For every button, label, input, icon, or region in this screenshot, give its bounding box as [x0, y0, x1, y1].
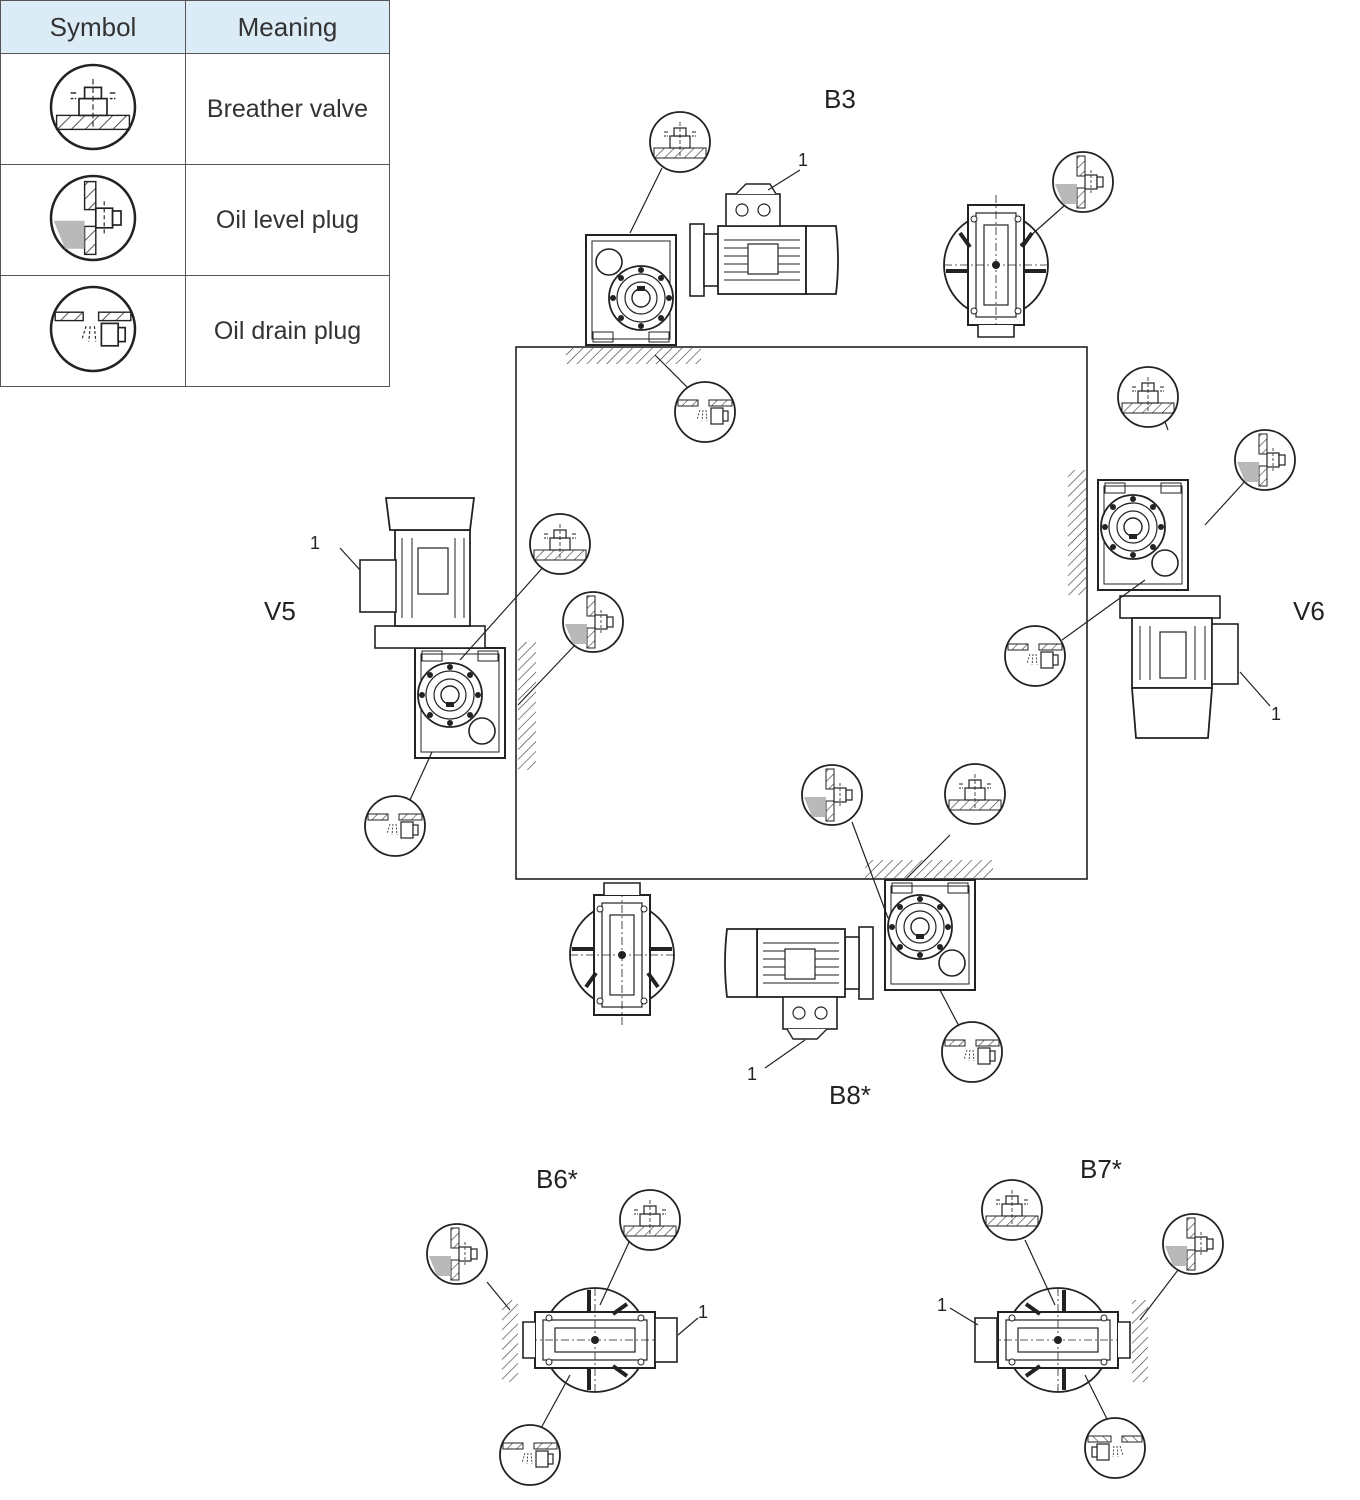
b7-drain-symbol [1084, 1417, 1146, 1479]
label-v5: V5 [264, 596, 296, 626]
b7-assembly [949, 1179, 1224, 1479]
label-b7: B7* [1080, 1154, 1122, 1184]
legend-meaning-level: Oil level plug [185, 164, 390, 276]
label-b6: B6* [536, 1164, 578, 1194]
legend-symbol-cell [0, 275, 186, 387]
callout-1-b7: 1 [937, 1295, 947, 1315]
b6-breather-symbol [619, 1189, 681, 1251]
legend-row: Oil drain plug [0, 275, 390, 387]
legend-header-row: Symbol Meaning [0, 0, 390, 54]
b8-drain-symbol [941, 1021, 1003, 1083]
legend-meaning-breather: Breather valve [185, 53, 390, 165]
v5-breather-symbol [529, 513, 591, 575]
legend-row: Breather valve [0, 53, 390, 165]
callout-1-b6: 1 [698, 1302, 708, 1322]
callout-1-v5: 1 [310, 533, 320, 553]
oil-drain-plug-icon [49, 285, 137, 372]
legend-header-symbol: Symbol [0, 0, 186, 54]
b3-assembly [566, 111, 1114, 443]
b7-level-symbol [1162, 1213, 1224, 1275]
v6-level-symbol [1234, 429, 1296, 491]
b8-level-symbol [801, 764, 863, 826]
callout-1-b8: 1 [747, 1064, 757, 1084]
v5-drain-symbol [364, 795, 426, 857]
callout-1-b3: 1 [798, 150, 808, 170]
b8-assembly [568, 763, 1006, 1083]
b3-level-symbol [1052, 151, 1114, 213]
b3-drain-symbol [674, 381, 736, 443]
v5-level-symbol [562, 591, 624, 653]
v6-assembly [1004, 366, 1296, 739]
b8-breather-symbol [944, 763, 1006, 825]
legend-header-meaning: Meaning [185, 0, 390, 54]
label-b3: B3 [824, 84, 856, 114]
label-b8: B8* [829, 1080, 871, 1110]
breather-valve-icon [49, 63, 137, 150]
legend-symbol-cell [0, 53, 186, 165]
b6-level-symbol [426, 1223, 488, 1285]
b6-assembly [426, 1189, 699, 1486]
label-v6: V6 [1293, 596, 1325, 626]
mounting-frame [515, 346, 1088, 880]
legend-meaning-drain: Oil drain plug [185, 275, 390, 387]
legend-row: Oil level plug [0, 164, 390, 276]
legend-table: Symbol Meaning Breather valve Oil level … [0, 0, 390, 387]
callout-1-v6: 1 [1271, 704, 1281, 724]
legend-symbol-cell [0, 164, 186, 276]
b6-drain-symbol [499, 1424, 561, 1486]
b7-breather-symbol [981, 1179, 1043, 1241]
oil-level-plug-icon [49, 174, 137, 261]
b3-breather-symbol [649, 111, 711, 173]
v6-breather-symbol [1117, 366, 1179, 428]
v5-assembly [339, 497, 624, 857]
v6-drain-symbol [1004, 625, 1066, 687]
